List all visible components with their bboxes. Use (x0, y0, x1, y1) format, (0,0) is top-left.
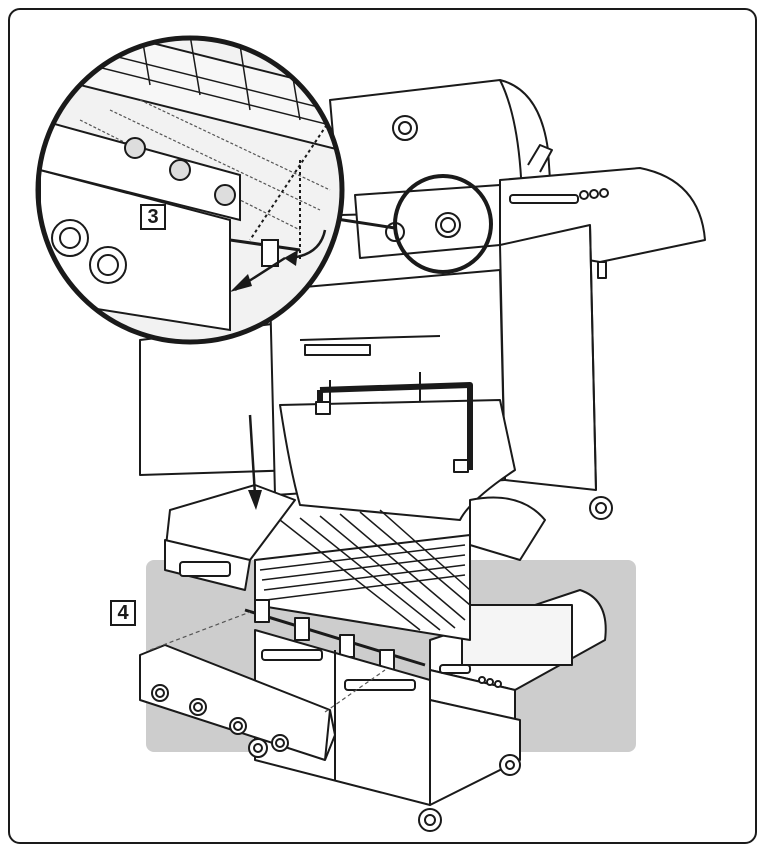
step-4-label: 4 (110, 600, 136, 626)
down-arrow-icon (248, 414, 257, 496)
background-grill (139, 79, 706, 520)
zoom-callout-circle (393, 174, 493, 274)
control-panel-part (139, 644, 336, 761)
step-3-label: 3 (140, 204, 166, 230)
diagram-frame (8, 8, 757, 844)
main-grill (164, 382, 607, 832)
callout-magnified-view (35, 35, 345, 345)
